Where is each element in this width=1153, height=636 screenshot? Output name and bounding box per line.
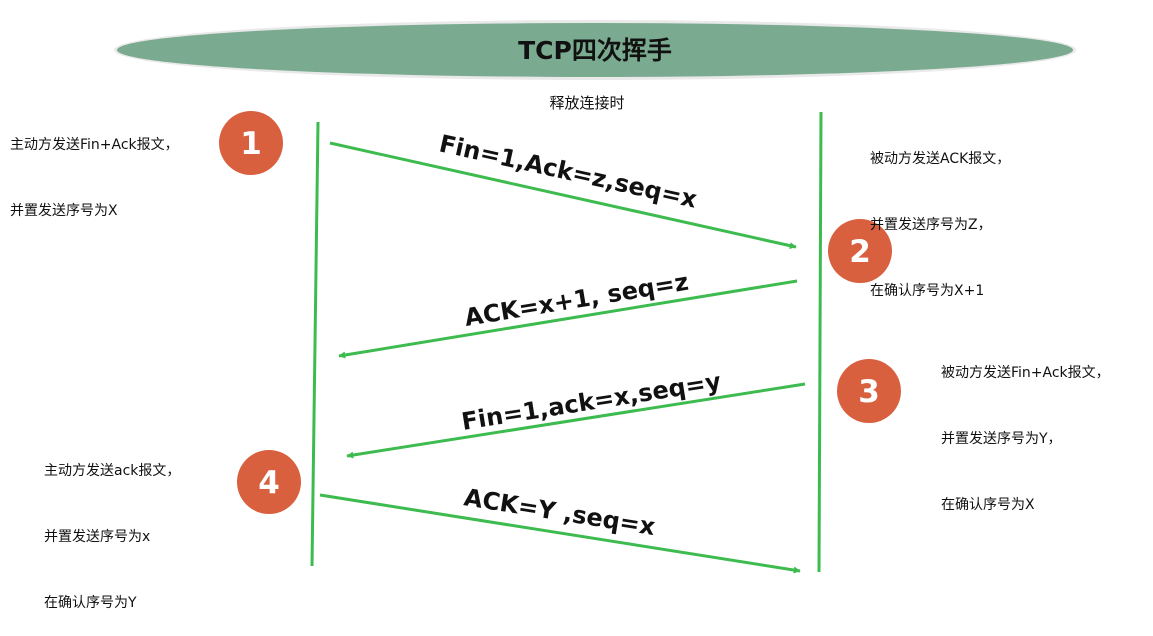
step-1-note: 主动方发送Fin+Ack报文， 并置发送序号为X [10, 90, 179, 244]
step-3-note-line-1: 被动方发送Fin+Ack报文， [941, 365, 1110, 381]
step-4-circle [237, 450, 301, 514]
step-2-note: 被动方发送ACK报文， 并置发送序号为Z， 在确认序号为X+1 [870, 104, 1010, 324]
step-1-note-line-1: 主动方发送Fin+Ack报文， [10, 137, 179, 153]
diagram-title: TCP四次挥手 [518, 36, 672, 65]
step-4-note-line-1: 主动方发送ack报文， [44, 463, 181, 479]
step-3-number: 3 [858, 374, 880, 410]
step-4-number: 4 [258, 465, 280, 501]
title-banner [117, 23, 1073, 77]
message-arrow-1 [329, 141, 797, 250]
step-3-note-line-2: 并置发送序号为Y， [941, 431, 1062, 447]
step-4-note-line-2: 并置发送序号为x [44, 529, 151, 545]
step-2-circle [828, 219, 892, 283]
passive-side-lifeline [817, 111, 823, 573]
diagram-subtitle: 释放连接时 [549, 94, 624, 112]
step-3-note: 被动方发送Fin+Ack报文， 并置发送序号为Y， 在确认序号为X [941, 318, 1110, 538]
step-2-note-line-3: 在确认序号为X+1 [870, 283, 985, 299]
message-arrow-4 [319, 493, 801, 574]
step-4-note-line-3: 在确认序号为Y [44, 595, 137, 611]
message-arrow-3 [346, 382, 806, 459]
step-2-number: 2 [849, 234, 871, 270]
message-label-1: Fin=1,Ack=z,seq=x [437, 130, 700, 214]
message-arrow-2 [338, 279, 798, 359]
step-1-circle [219, 111, 283, 175]
step-1-number: 1 [240, 126, 262, 162]
step-2-note-line-2: 并置发送序号为Z， [870, 217, 992, 233]
step-2-note-line-1: 被动方发送ACK报文， [870, 151, 1011, 167]
message-label-2: ACK=x+1, seq=z [462, 268, 690, 332]
active-side-lifeline [310, 121, 320, 567]
step-3-circle [837, 359, 901, 423]
tcp-four-way-handshake-diagram: TCP四次挥手 释放连接时 Fin=1,Ack=z,seq=x ACK=x+1,… [114, 20, 1076, 574]
step-4-note: 主动方发送ack报文， 并置发送序号为x 在确认序号为Y [44, 416, 180, 636]
step-3-note-line-3: 在确认序号为X [941, 497, 1035, 513]
step-1-note-line-2: 并置发送序号为X [10, 203, 118, 219]
